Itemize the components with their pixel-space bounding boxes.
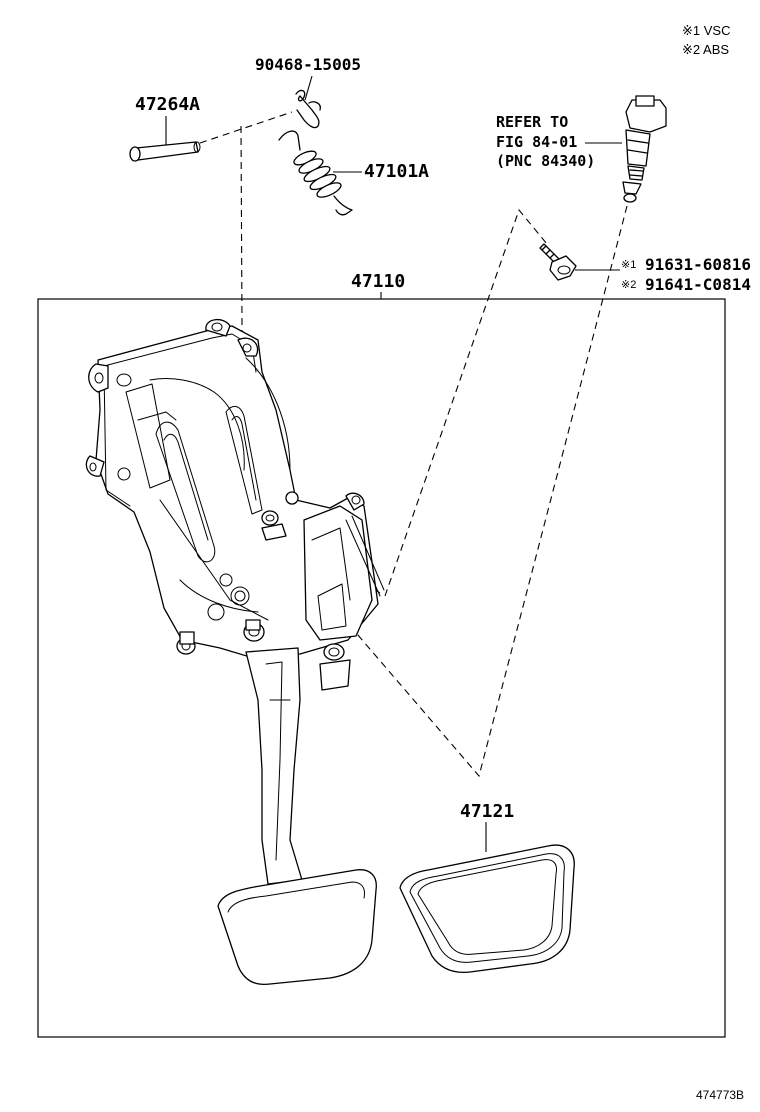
pedal-pad-cover xyxy=(399,844,575,974)
brake-pedal-arm xyxy=(245,647,303,885)
callout-pin: 47264A xyxy=(135,94,200,115)
callout-bolt-1: 91631-60816 xyxy=(645,255,751,274)
spring-part xyxy=(278,130,353,216)
refer-line-3: (PNC 84340) xyxy=(496,152,595,170)
figure-id: 474773B xyxy=(696,1088,744,1102)
bolt-mark-1: ※1 xyxy=(621,259,636,271)
bolt-part xyxy=(539,243,577,281)
brake-pedal-pad xyxy=(217,869,377,986)
refer-line-2: FIG 84-01 xyxy=(496,133,577,151)
callout-bolt-2: 91641-C0814 xyxy=(645,275,751,294)
note-vsc: ※1 VSC xyxy=(682,23,730,38)
bolt-mark-2: ※2 xyxy=(621,279,636,291)
stop-lamp-switch xyxy=(622,95,667,203)
pin-part xyxy=(129,141,201,162)
callout-bracket-assembly: 47110 xyxy=(351,271,405,292)
callout-clip: 90468-15005 xyxy=(255,55,361,74)
callout-spring: 47101A xyxy=(364,161,429,182)
callout-pedal-pad: 47121 xyxy=(460,801,514,822)
refer-line-1: REFER TO xyxy=(496,113,568,131)
note-abs: ※2 ABS xyxy=(682,42,729,57)
clip-part xyxy=(295,89,321,129)
pedal-bracket-drawing xyxy=(85,319,385,691)
